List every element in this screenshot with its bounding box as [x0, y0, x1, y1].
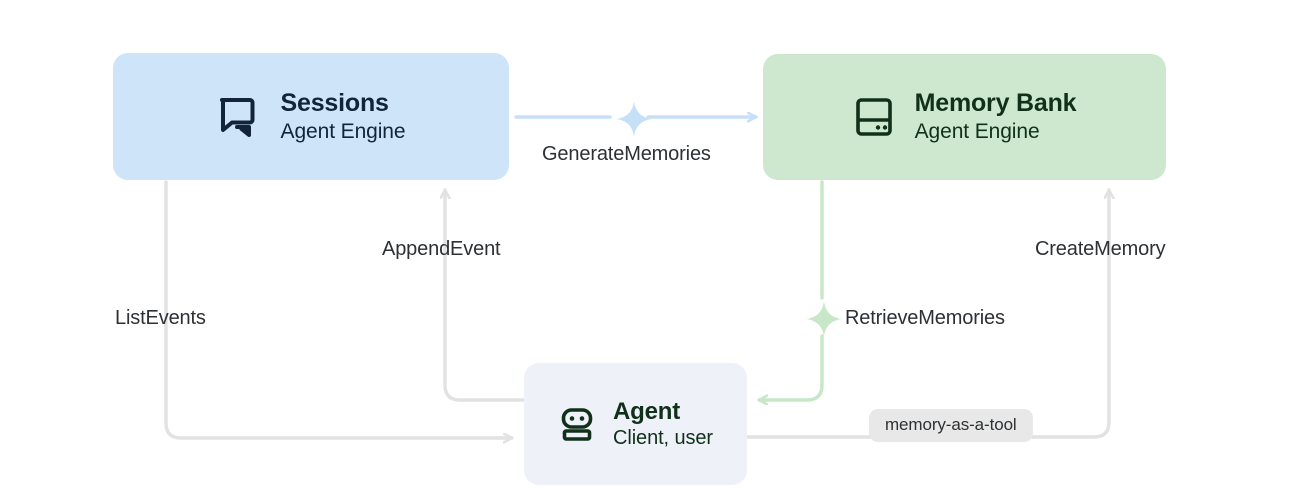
badge-memory-as-a-tool: memory-as-a-tool [869, 409, 1033, 442]
edge-label-create-memory: CreateMemory [1035, 238, 1166, 260]
edge-create-memory [745, 188, 1109, 439]
edge-label-append-event: AppendEvent [382, 238, 501, 260]
robot-icon [558, 405, 596, 443]
node-sessions-text: Sessions Agent Engine [281, 89, 406, 144]
sparkle-icon-generate-memories [615, 100, 653, 138]
node-memory-bank-title: Memory Bank [914, 89, 1077, 118]
node-sessions[interactable]: Sessions Agent Engine [113, 53, 509, 180]
node-sessions-title: Sessions [280, 88, 389, 117]
database-storage-icon [853, 96, 895, 138]
node-agent-subtitle: Client, user [613, 427, 713, 450]
node-memory-bank-subtitle: Agent Engine [914, 120, 1040, 144]
chat-bubbles-icon [217, 95, 261, 139]
edge-retrieve-memories [757, 180, 824, 400]
node-agent[interactable]: Agent Client, user [524, 363, 747, 485]
edge-label-retrieve-memories: RetrieveMemories [845, 307, 1005, 329]
node-memory-bank-text: Memory Bank Agent Engine [915, 89, 1077, 144]
edge-label-list-events: ListEvents [115, 307, 206, 329]
edge-label-generate-memories: GenerateMemories [542, 143, 711, 165]
node-agent-text: Agent Client, user [613, 398, 713, 451]
sparkle-icon-retrieve-memories [805, 300, 843, 338]
node-sessions-subtitle: Agent Engine [280, 119, 406, 143]
edge-append-event [445, 188, 526, 402]
edge-list-events [164, 180, 514, 438]
node-memory-bank[interactable]: Memory Bank Agent Engine [763, 54, 1166, 180]
node-agent-title: Agent [613, 397, 681, 425]
